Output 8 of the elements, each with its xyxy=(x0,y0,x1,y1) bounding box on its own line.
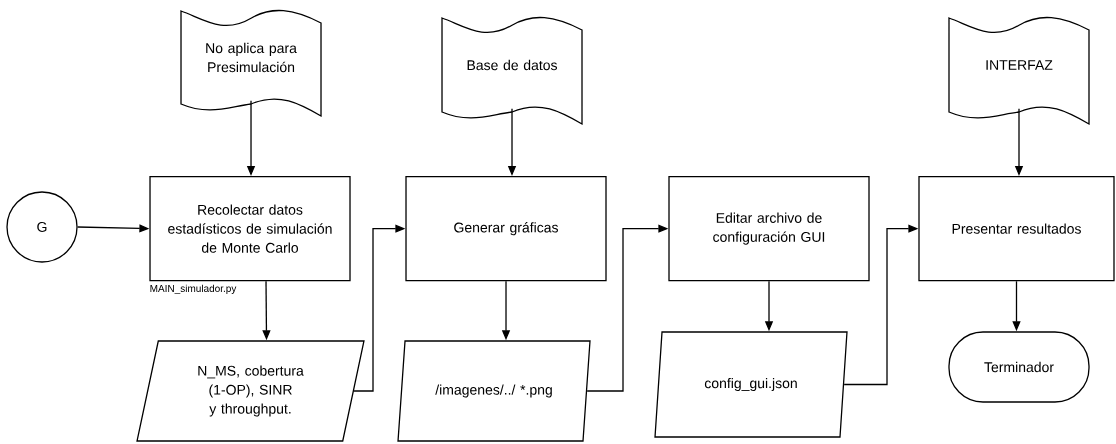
process-box: Recolectar datos estadísticos de simulación de Monte Carlo xyxy=(149,176,351,282)
process-box: Editar archivo de configuración GUI xyxy=(668,176,870,282)
data-parallelogram: config_gui.json xyxy=(654,331,848,438)
process-box: Generar gráficas xyxy=(405,176,607,282)
file-name-label: MAIN_simulador.py xyxy=(150,284,237,294)
process-box: Presentar resultados xyxy=(918,176,1115,282)
data-parallelogram: N_MS, cobertura (1-OP), SINR y throughput. xyxy=(136,340,365,442)
data-parallelogram: /imagenes/../ *.png xyxy=(397,340,591,442)
